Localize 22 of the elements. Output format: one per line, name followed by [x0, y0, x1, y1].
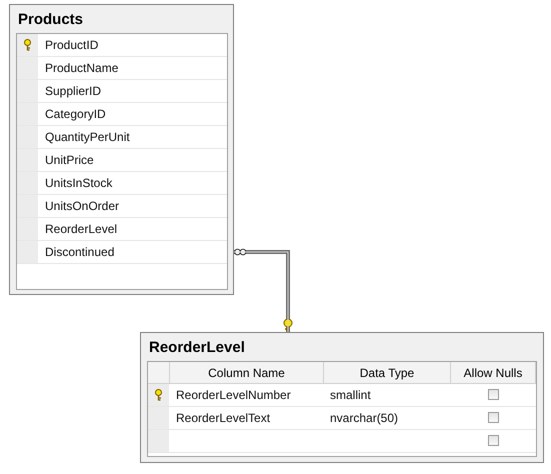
column-header: Data Type — [324, 362, 451, 384]
table-card — [140, 332, 544, 463]
column-header: Allow Nulls — [451, 362, 536, 384]
column-name: UnitPrice — [45, 153, 94, 167]
relationship-line — [234, 248, 293, 333]
column-name: Discontinued — [45, 245, 114, 259]
table-title: ReorderLevel — [149, 339, 245, 356]
data-type: nvarchar(50) — [330, 411, 398, 425]
column-name: ProductName — [45, 61, 118, 75]
column-name: SupplierID — [45, 84, 102, 98]
table-title: Products — [18, 11, 84, 28]
column-name: CategoryID — [45, 107, 106, 121]
column-name: QuantityPerUnit — [45, 130, 130, 144]
data-type: smallint — [330, 388, 371, 402]
column-name: UnitsInStock — [45, 176, 112, 190]
column-name: ReorderLevel — [45, 222, 118, 236]
column-name: UnitsOnOrder — [45, 199, 120, 213]
table-card — [9, 4, 234, 295]
column-name: ReorderLevelText — [176, 411, 270, 425]
column-name: ProductID — [45, 38, 98, 52]
column-header: Column Name — [170, 362, 324, 384]
column-name: ReorderLevelNumber — [176, 388, 291, 402]
